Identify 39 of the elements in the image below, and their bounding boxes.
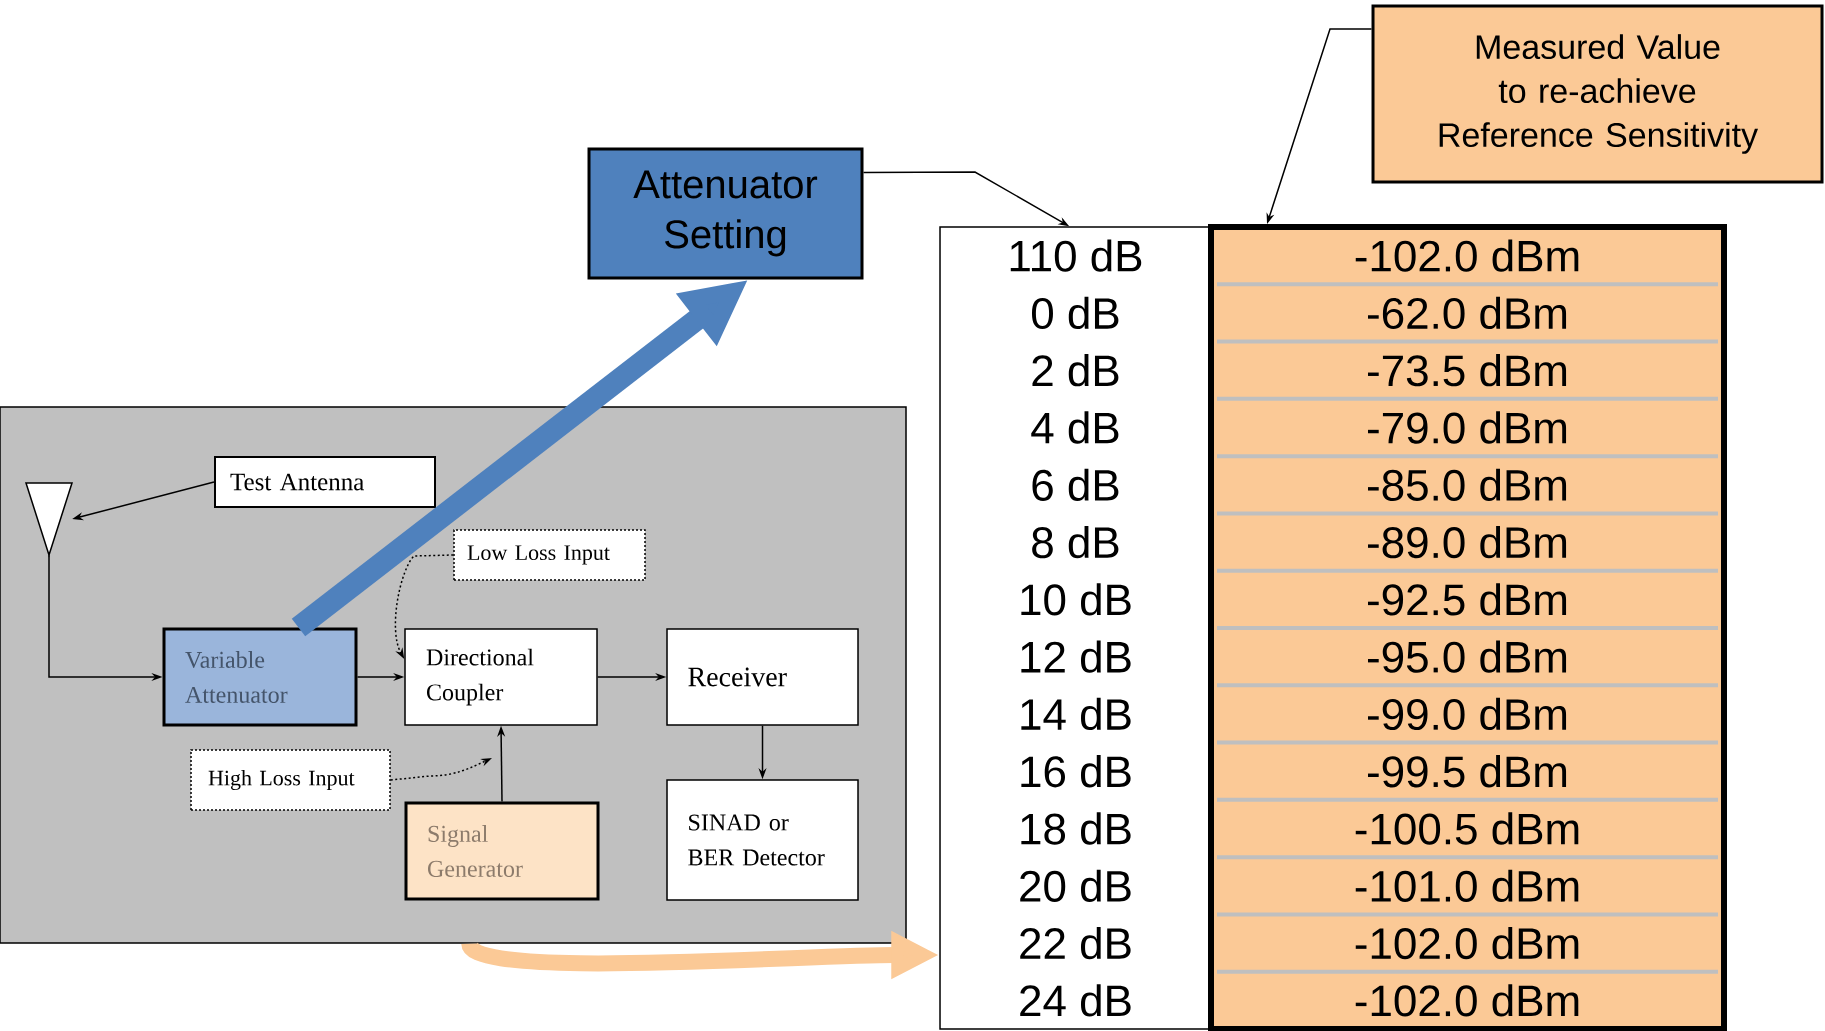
table-cell: -102.0 dBm	[1355, 926, 1579, 960]
table-cell: 2 dB	[1032, 354, 1119, 387]
table-cell: -73.5 dBm	[1368, 354, 1567, 387]
label-box: Test Antenna	[214, 456, 436, 508]
table-cell: -85.0 dBm	[1368, 468, 1567, 501]
table-cell: 20 dB	[1020, 869, 1131, 902]
process-box: Directional Coupler	[404, 628, 598, 726]
table-column	[1208, 224, 1727, 1031]
table-cell: -100.5 dBm	[1355, 812, 1579, 845]
process-box: Receiver	[666, 628, 859, 726]
table-cell: 0 dB	[1032, 296, 1119, 330]
table-cell: 18 dB	[1021, 812, 1131, 845]
table-cell: 6 dB	[1032, 468, 1119, 501]
callout-box: Measured Value to re-achieve Reference Sensitivity	[1371, 4, 1824, 184]
label-box: High Loss Input	[190, 749, 391, 811]
table-cell: 24 dB	[1020, 984, 1131, 1017]
process-box: SINAD or BER Detector	[666, 779, 859, 901]
table-cell: -99.0 dBm	[1368, 697, 1567, 731]
table-cell: 22 dB	[1020, 926, 1131, 960]
callout-box: Attenuator Setting	[587, 147, 864, 280]
table-cell: 10 dB	[1021, 583, 1131, 616]
label-box: Low Loss Input	[453, 529, 646, 581]
table-cell: -62.0 dBm	[1368, 296, 1567, 330]
table-cell: -102.0 dBm	[1355, 239, 1579, 272]
table-cell: 4 dB	[1031, 411, 1119, 444]
table-cell: 110 dB	[1010, 239, 1142, 272]
table-cell: 8 dB	[1032, 525, 1119, 559]
table-cell: 14 dB	[1021, 697, 1131, 731]
table-cell: -101.0 dBm	[1355, 869, 1579, 902]
process-box: Signal Generator	[404, 801, 600, 901]
table-cell: -95.0 dBm	[1368, 640, 1567, 673]
table-cell: -102.0 dBm	[1355, 984, 1579, 1017]
process-box: Variable Attenuator	[162, 627, 358, 727]
table-cell: -79.0 dBm	[1368, 411, 1567, 444]
table-cell: -92.5 dBm	[1368, 583, 1567, 616]
table-cell: 16 dB	[1021, 755, 1131, 788]
table-cell: -89.0 dBm	[1368, 525, 1567, 559]
table-cell: 12 dB	[1021, 640, 1131, 673]
table-cell: -99.5 dBm	[1368, 755, 1567, 788]
